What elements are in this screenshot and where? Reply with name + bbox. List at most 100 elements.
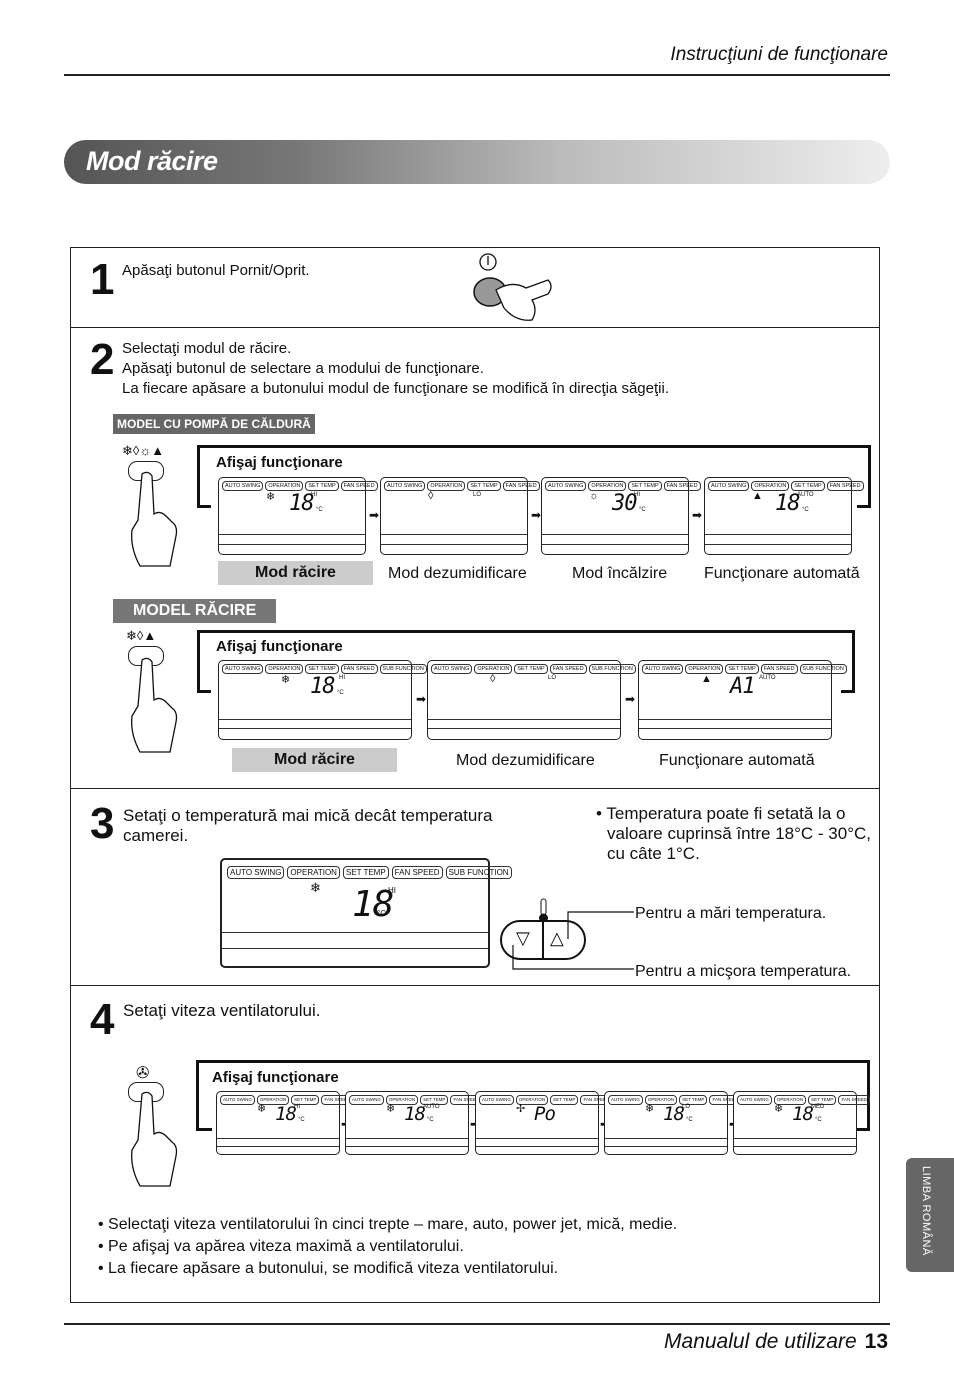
mode-symbol-icon: ❄ (257, 1103, 267, 1115)
lcd-fan-speed: AUTO (797, 492, 814, 498)
mode-label-cooling: Mod răcire (218, 561, 373, 585)
step-3-number: 3 (90, 799, 115, 848)
lcd-fan-speed: MED (811, 1104, 825, 1110)
lcd-label: OPERATION (385, 1095, 419, 1105)
lcd-label: AUTO SWING (479, 1095, 514, 1105)
mode-symbol-icon: ▲ (752, 490, 763, 502)
lcd-label: SUB FUNCTION (588, 664, 636, 674)
heatpump-model-tag: MODEL CU POMPĂ DE CĂLDURĂ (113, 414, 315, 434)
mode-symbol-icon: ◊ (428, 490, 434, 502)
lcd-unit: °C (802, 507, 809, 513)
lcd-label: SET TEMP (550, 1095, 579, 1105)
lcd-label: AUTO SWING (642, 664, 684, 674)
lcd-fan-speed: LO (682, 1104, 691, 1110)
lcd-label: SUB FUNCTION (799, 664, 847, 674)
lcd-label: OPERATION (773, 1095, 807, 1105)
lcd-value: 18 (310, 674, 335, 699)
display-unit: °C (377, 909, 386, 918)
mode-label-dehumidify: Mod dezumidificare (456, 752, 595, 769)
lcd-unit: °C (298, 1117, 305, 1123)
step-2-number: 2 (90, 335, 115, 384)
lcd-label: OPERATION (265, 481, 304, 491)
lcd-value: A1 (730, 674, 755, 699)
lcd-label: AUTO SWING (431, 664, 473, 674)
next-arrow-icon: ➡ (369, 508, 380, 522)
lcd-label: OPERATION (751, 481, 790, 491)
lcd-value: 18 (275, 1103, 297, 1125)
step-3-text-1: Setaţi o temperatură mai mică decât temp… (123, 806, 493, 825)
lcd-value: 30 (612, 491, 637, 516)
power-button-icon (473, 253, 552, 321)
divider-3-4 (70, 985, 880, 986)
lcd-label: SET TEMP (514, 664, 548, 674)
lcd-fan-speed: HI (311, 492, 317, 498)
language-tab-label: LIMBA ROMÂNĂ (920, 1166, 932, 1256)
lcd-label: AUTO SWING (608, 1095, 643, 1105)
mode-label-cooling: Mod răcire (232, 748, 397, 772)
step-3-text-2: camerei. (123, 826, 189, 845)
temp-down-label: Pentru a micşora temperatura. (635, 963, 852, 980)
lcd-label: OPERATION (588, 481, 627, 491)
lcd-label: SET TEMP (467, 481, 501, 491)
step-1-text: Apăsaţi butonul Pornit/Oprit. (122, 262, 310, 279)
divider-1-2 (70, 327, 880, 328)
cooling-display-title: Afişaj funcţionare (214, 638, 345, 655)
lcd-label: FAN SPEED (826, 481, 864, 491)
mode-icons-cooling: ❄◊▲ (126, 628, 157, 643)
mode-icons-heatpump: ❄◊☼▲ (122, 443, 165, 458)
lcd-label: FAN SPEED (340, 481, 378, 491)
mode-symbol-icon: ◊ (490, 673, 496, 685)
next-arrow-icon: ➡ (531, 508, 542, 522)
lcd-unit: °C (316, 507, 323, 513)
lcd-label: SET TEMP (420, 1095, 449, 1105)
lcd-label: FAN SPEED (549, 664, 587, 674)
display-temperature: 18 (352, 884, 394, 925)
lcd-value: 18 (663, 1103, 685, 1125)
lcd-label: AUTO SWING (545, 481, 587, 491)
lcd-label: OPERATION (685, 664, 724, 674)
lcd-unit: °C (639, 507, 646, 513)
lcd-value: 18 (792, 1103, 814, 1125)
language-tab: LIMBA ROMÂNĂ (906, 1158, 954, 1272)
lcd-label: SET TEMP (791, 481, 825, 491)
lcd-label: FAN SPEED (502, 481, 540, 491)
lcd-value: Po (534, 1103, 556, 1125)
lcd-label: AUTO SWING (222, 664, 264, 674)
callout-lines (512, 911, 634, 970)
lcd-unit: °C (337, 690, 344, 696)
instructions-frame (70, 247, 880, 1303)
temp-down-button[interactable]: ▽ (516, 928, 530, 948)
lcd-value: 18 (775, 491, 800, 516)
lcd-fan-speed: LO (473, 492, 482, 498)
temp-up-button[interactable]: △ (550, 928, 564, 948)
mode-symbol-icon: ❄ (266, 491, 276, 503)
header-rule (64, 74, 890, 76)
display-fan-speed: HI (388, 886, 396, 895)
heatpump-cycle-bracket (197, 445, 871, 508)
step-4-bullet-2: • Pe afişaj va apărea viteza maximă a ve… (98, 1238, 464, 1255)
heatpump-display-title: Afişaj funcţionare (214, 454, 345, 471)
lcd-label: OPERATION (287, 866, 340, 879)
lcd-unit: °C (815, 1117, 822, 1123)
next-arrow-icon: ➡ (692, 508, 703, 522)
lcd-label: AUTO SWING (708, 481, 750, 491)
step-4-number: 4 (90, 995, 115, 1044)
lcd-fan-speed: LO (548, 675, 557, 681)
lcd-unit: °C (686, 1117, 693, 1123)
mode-symbol-icon: ❄ (281, 674, 291, 686)
next-arrow-icon: ➡ (625, 692, 636, 706)
lcd-value: 18 (289, 491, 314, 516)
lcd-label: OPERATION (644, 1095, 678, 1105)
page-header: Instrucţiuni de funcţionare (670, 44, 888, 65)
lcd-value: 18 (404, 1103, 426, 1125)
hand-icon (131, 1091, 178, 1187)
